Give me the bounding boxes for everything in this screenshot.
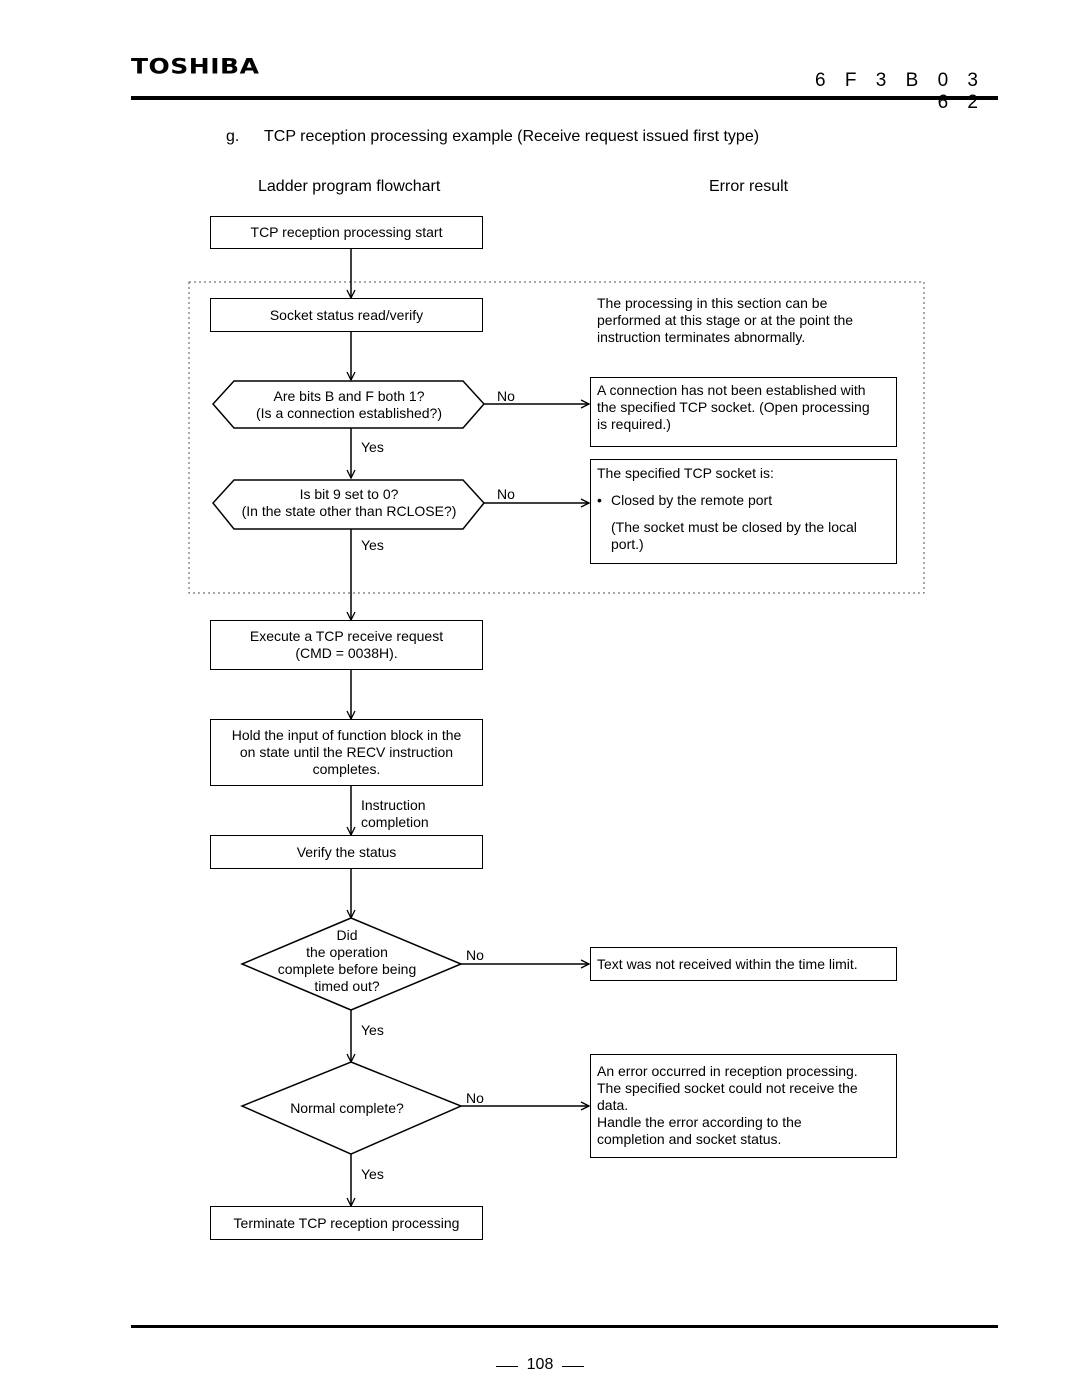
hold-line3: completes. — [312, 761, 381, 777]
decision-timeout-shape — [240, 917, 463, 1011]
section-note: The processing in this section can be pe… — [597, 295, 853, 346]
hold-line1: Hold the input of function block in the — [231, 727, 462, 743]
page-dash-right — [562, 1366, 584, 1367]
header-rule — [131, 96, 998, 100]
error1-line3: is required.) — [597, 416, 671, 432]
decision-timeout-line2: the operation — [306, 944, 388, 960]
decision-normal-text: Normal complete? — [252, 1100, 442, 1117]
error2-detail-line2: port.) — [611, 536, 644, 552]
error-box-reception: An error occurred in reception processin… — [590, 1054, 897, 1158]
socket-status-label: Socket status read/verify — [269, 306, 424, 323]
section-heading: g. TCP reception processing example (Rece… — [226, 128, 759, 146]
no-label-3: No — [466, 947, 484, 963]
error2-title: The specified TCP socket is: — [597, 465, 774, 481]
start-label: TCP reception processing start — [250, 224, 443, 240]
decision-bit9-shape — [212, 479, 485, 530]
footer-rule — [131, 1325, 998, 1328]
decision-timeout-text: Did the operation complete before being … — [252, 927, 442, 995]
error-box-timeout: Text was not received within the time li… — [590, 947, 897, 981]
decision-normal-shape — [240, 1061, 463, 1155]
decision-timeout-line3: complete before being — [277, 961, 417, 977]
error2-bullet-row: • Closed by the remote port — [597, 492, 890, 509]
section-note-line1: The processing in this section can be — [597, 295, 828, 311]
decision-connection-text: Are bits B and F both 1? (Is a connectio… — [214, 388, 484, 422]
yes-label-1: Yes — [361, 439, 384, 455]
decision-connection-line1: Are bits B and F both 1? — [273, 388, 425, 404]
verify-label: Verify the status — [296, 843, 397, 860]
terminate-box: Terminate TCP reception processing — [210, 1206, 483, 1240]
page-dash-left — [496, 1366, 518, 1367]
error4-line3: data. — [597, 1097, 629, 1113]
error2-bullet-text: Closed by the remote port — [611, 492, 773, 508]
decision-normal-line: Normal complete? — [290, 1100, 404, 1116]
section-title: TCP reception processing example (Receiv… — [264, 128, 760, 145]
socket-status-box: Socket status read/verify — [210, 298, 483, 332]
instruction-completion-label: Instruction completion — [361, 797, 429, 831]
error2-detail-line1: (The socket must be closed by the local — [611, 519, 857, 535]
execute-box: Execute a TCP receive request (CMD = 003… — [210, 620, 483, 670]
optional-section-boundary — [188, 281, 925, 594]
error1-line1: A connection has not been established wi… — [597, 382, 866, 398]
terminate-label: Terminate TCP reception processing — [233, 1214, 460, 1231]
hold-box: Hold the input of function block in the … — [210, 719, 483, 786]
error3-text: Text was not received within the time li… — [597, 955, 858, 972]
error-box-no-connection: A connection has not been established wi… — [590, 377, 897, 447]
error2-detail: (The socket must be closed by the local … — [597, 519, 890, 553]
error4-line2: The specified socket could not receive t… — [597, 1080, 858, 1096]
page-number: 108 — [526, 1356, 554, 1373]
instruction-completion-line2: completion — [361, 814, 429, 830]
start-box: TCP reception processing start — [210, 216, 483, 249]
error4-line4: Handle the error according to the — [597, 1114, 802, 1130]
no-label-4: No — [466, 1090, 484, 1106]
decision-bit9-line2: (In the state other than RCLOSE?) — [241, 503, 457, 519]
instruction-completion-line1: Instruction — [361, 797, 426, 813]
decision-timeout-line1: Did — [336, 927, 358, 943]
error1-line2: the specified TCP socket. (Open processi… — [597, 399, 870, 415]
verify-box: Verify the status — [210, 835, 483, 869]
decision-timeout-line4: timed out? — [314, 978, 380, 994]
toshiba-logo: TOSHIBA — [131, 54, 260, 79]
decision-bit9-line1: Is bit 9 set to 0? — [299, 486, 399, 502]
bullet-icon: • — [597, 492, 602, 508]
no-label-1: No — [497, 388, 515, 404]
flowchart-heading: Ladder program flowchart — [258, 178, 441, 195]
yes-label-2: Yes — [361, 537, 384, 553]
hold-line2: on state until the RECV instruction — [239, 744, 454, 760]
error4-line1: An error occurred in reception processin… — [597, 1063, 858, 1079]
section-note-line2: performed at this stage or at the point … — [597, 312, 854, 328]
decision-connection-line2: (Is a connection established?) — [256, 405, 442, 421]
no-label-2: No — [497, 486, 515, 502]
section-marker: g. — [226, 128, 240, 145]
error-result-heading: Error result — [709, 178, 789, 195]
execute-line2: (CMD = 0038H). — [295, 645, 398, 661]
error-box-socket-closed: The specified TCP socket is: • Closed by… — [590, 459, 897, 564]
decision-connection-shape — [211, 380, 486, 429]
yes-label-3: Yes — [361, 1022, 384, 1038]
error4-line5: completion and socket status. — [597, 1131, 782, 1147]
decision-bit9-text: Is bit 9 set to 0? (In the state other t… — [214, 486, 484, 520]
execute-line1: Execute a TCP receive request — [249, 628, 444, 644]
yes-label-4: Yes — [361, 1166, 384, 1182]
section-note-line3: instruction terminates abnormally. — [597, 329, 806, 345]
